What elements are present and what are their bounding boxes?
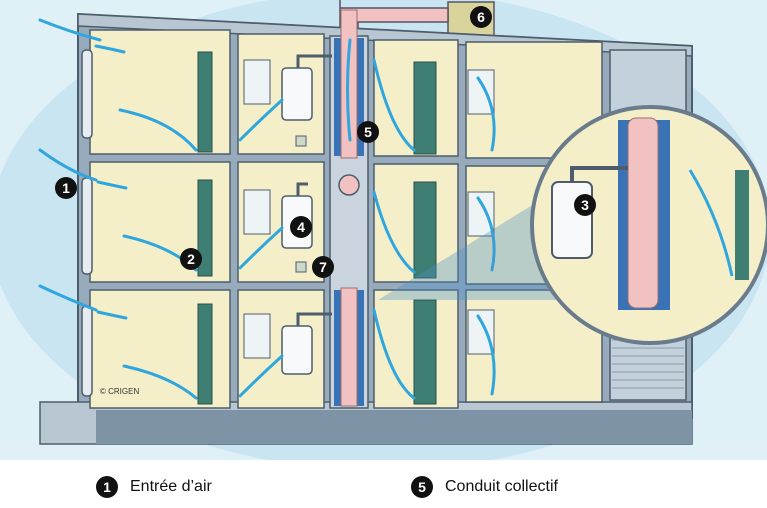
svg-text:4: 4 — [297, 219, 305, 235]
legend-item-air-inlet: 1 Entrée d’air — [96, 476, 212, 498]
facade-inlets — [81, 49, 93, 397]
building-ventilation-illustration: 1 2 3 4 5 6 7 © CRIGEN — [0, 0, 767, 460]
svg-text:1: 1 — [62, 180, 70, 196]
zoom-flue — [570, 166, 628, 182]
legend-item-collective-duct: 5 Conduit collectif — [411, 476, 558, 498]
collective-duct-bottom — [340, 287, 358, 407]
svg-text:7: 7 — [319, 259, 327, 275]
zoom-door — [735, 170, 749, 280]
windows — [243, 59, 495, 359]
svg-text:5: 5 — [364, 124, 372, 140]
zoom-duct — [627, 117, 659, 309]
doors — [197, 51, 437, 405]
airflow-arrows — [38, 18, 496, 400]
svg-text:3: 3 — [581, 197, 589, 213]
badge-7: 7 — [312, 256, 334, 278]
svg-text:6: 6 — [477, 9, 485, 25]
duct-opening — [338, 174, 360, 196]
badge-2: 2 — [180, 248, 202, 270]
legend-label: Entrée d’air — [130, 478, 212, 495]
legend-label: Conduit collectif — [445, 478, 558, 495]
badge-3: 3 — [574, 194, 596, 216]
boiler-flues — [296, 54, 332, 326]
badge-6: 6 — [470, 6, 492, 28]
svg-text:2: 2 — [187, 251, 195, 267]
vent-grilles — [295, 135, 307, 273]
badge-1: 1 — [55, 177, 77, 199]
badge-5: 5 — [357, 121, 379, 143]
zoom-boiler — [551, 181, 593, 259]
ground-dark — [96, 410, 692, 444]
legend-badge: 5 — [411, 476, 433, 498]
legend-badge: 1 — [96, 476, 118, 498]
copyright-label: © CRIGEN — [100, 387, 139, 396]
badge-4: 4 — [290, 216, 312, 238]
zoom-airflow — [688, 169, 734, 277]
